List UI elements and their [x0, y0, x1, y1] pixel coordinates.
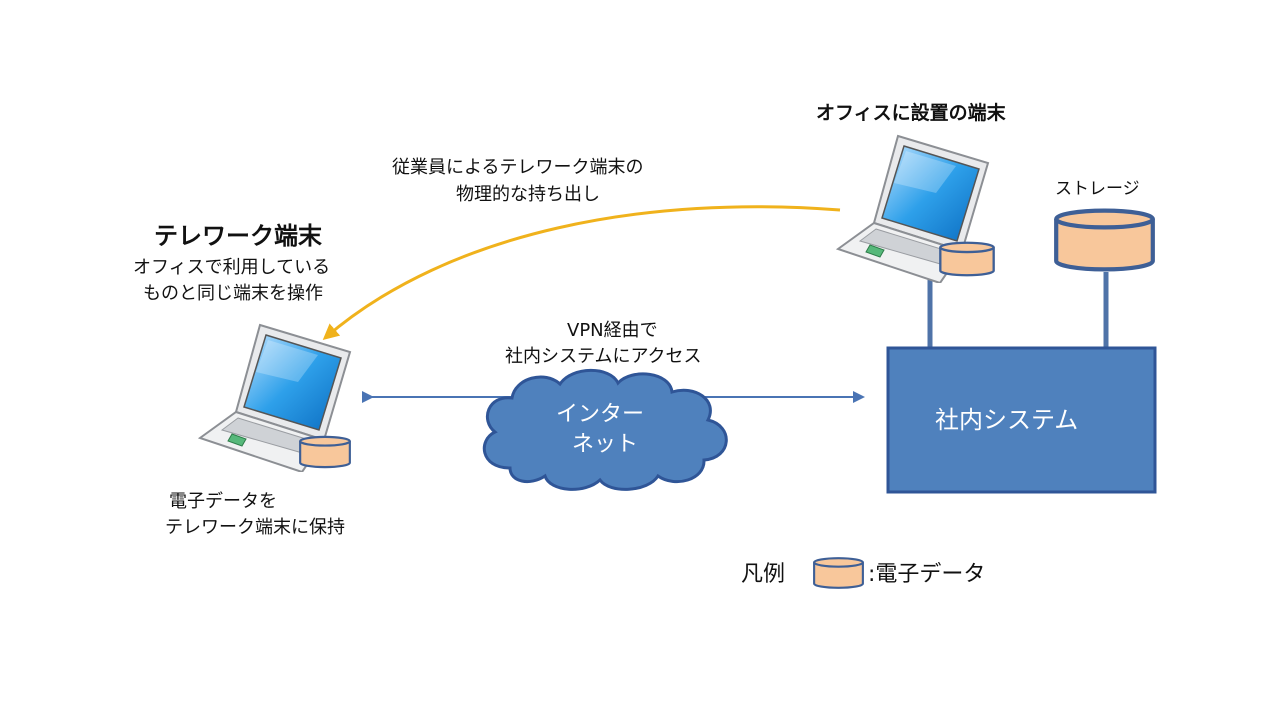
- carry-out-label-line2: 物理的な持ち出し: [456, 184, 600, 205]
- telework-data-cylinder-icon: [298, 435, 352, 469]
- office-data-cylinder-icon: [938, 241, 996, 277]
- office-terminal-label: オフィスに設置の端末: [816, 102, 1006, 124]
- internal-system-box: [886, 346, 1157, 494]
- internet-label-line1: インター: [556, 402, 645, 427]
- data-label-line2: テレワーク端末に保持: [165, 517, 345, 538]
- carry-out-arrow: [322, 205, 841, 340]
- telework-desc-line1: オフィスで利用している: [133, 257, 331, 278]
- legend-item-label: :電子データ: [868, 562, 986, 587]
- telework-desc-line2: ものと同じ端末を操作: [143, 283, 323, 304]
- legend-cylinder-icon: [812, 556, 865, 590]
- internet-cloud-icon: [482, 368, 728, 491]
- storage-label: ストレージ: [1055, 179, 1140, 199]
- legend-title: 凡例: [741, 562, 786, 587]
- internal-system-label: 社内システム: [935, 406, 1079, 434]
- data-label-line1: 電子データを: [169, 491, 277, 512]
- carry-out-label-line1: 従業員によるテレワーク端末の: [392, 157, 644, 178]
- storage-cylinder-icon: [1056, 211, 1153, 270]
- vpn-label-line2: 社内システムにアクセス: [505, 346, 702, 367]
- telework-terminal-title: テレワーク端末: [154, 222, 322, 250]
- internet-label-line2: ネット: [572, 432, 639, 457]
- vpn-label-line1: VPN経由で: [567, 320, 658, 341]
